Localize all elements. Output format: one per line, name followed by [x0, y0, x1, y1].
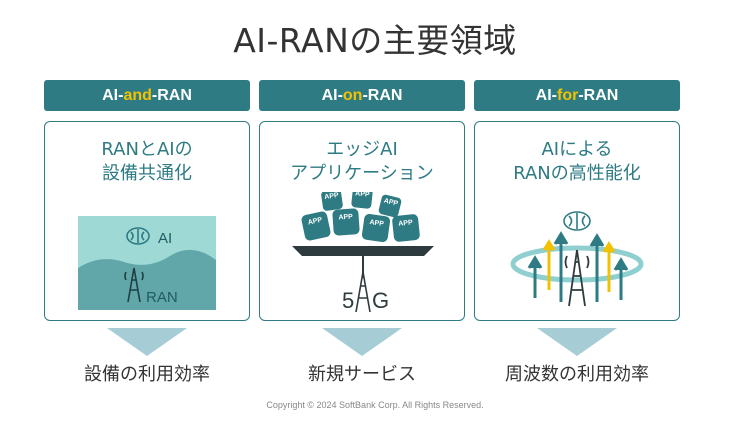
cell-tower-icon — [355, 271, 371, 313]
app-tile: APP — [321, 192, 343, 211]
signal-arrows — [527, 231, 629, 302]
app-tile: APP — [378, 194, 402, 218]
header-ai-on-ran: AI-on-RAN — [259, 80, 465, 111]
svg-text:APP: APP — [324, 192, 340, 201]
svg-text:APP: APP — [383, 197, 399, 207]
app-tile: APP — [392, 214, 420, 242]
ran-label: RAN — [146, 289, 178, 306]
fiveg-5: 5 — [342, 288, 354, 313]
cell-tower-icon — [564, 249, 590, 307]
header-keyword: on — [342, 87, 363, 104]
mountain-shape — [78, 249, 216, 310]
app-tiles: APP APP APP APP APP APP APP — [301, 192, 420, 243]
down-arrow — [537, 328, 617, 356]
result-label: 設備の利用効率 — [84, 364, 210, 385]
svg-text:APP: APP — [338, 213, 353, 221]
cell-tower-icon — [124, 267, 144, 303]
copyright-notice: Copyright © 2024 SoftBank Corp. All Righ… — [266, 400, 484, 410]
edge-apps-illustration: APP APP APP APP APP APP APP 5 G — [292, 192, 434, 313]
caption: AIによる RANの高性能化 — [475, 138, 679, 186]
coverage-ring — [510, 245, 644, 283]
app-tile: APP — [301, 211, 331, 241]
header-ai-and-ran: AI-and-RAN — [44, 80, 250, 111]
brain-icon — [126, 227, 150, 245]
header-suffix: -RAN — [578, 87, 619, 104]
brain-icon — [563, 211, 591, 231]
result-label: 新規サービス — [308, 364, 416, 385]
shared-infrastructure-illustration: AI RAN — [78, 216, 216, 310]
result-label: 周波数の利用効率 — [505, 364, 649, 385]
caption-line-2: RANの高性能化 — [513, 163, 641, 184]
app-tile: APP — [332, 208, 360, 236]
caption: RANとAIの 設備共通化 — [45, 138, 249, 186]
ai-label: AI — [158, 230, 172, 247]
tray-icon — [292, 246, 434, 256]
header-suffix: -RAN — [151, 87, 192, 104]
header-keyword: and — [123, 87, 152, 104]
page-title: AI-RANの主要領域 — [233, 21, 517, 60]
caption-line-1: AIによる — [541, 139, 613, 160]
app-tile: APP — [351, 192, 373, 209]
caption: エッジAI アプリケーション — [260, 138, 464, 186]
header-suffix: -RAN — [362, 87, 403, 104]
header-ai-for-ran: AI-for-RAN — [474, 80, 680, 111]
app-tile: APP — [361, 213, 391, 243]
svg-text:APP: APP — [369, 219, 385, 228]
down-arrow — [322, 328, 402, 356]
caption-line-2: 設備共通化 — [102, 163, 192, 184]
svg-text:APP: APP — [307, 217, 323, 227]
fiveg-g: G — [372, 288, 389, 313]
header-prefix: AI- — [535, 87, 557, 104]
svg-text:APP: APP — [355, 192, 370, 199]
header-keyword: for — [557, 87, 579, 104]
caption-line-2: アプリケーション — [290, 163, 434, 184]
header-prefix: AI- — [102, 87, 124, 104]
caption-line-1: エッジAI — [326, 139, 398, 160]
card-ai-and-ran: RANとAIの 設備共通化 AI RAN — [44, 121, 250, 321]
card-ai-for-ran: AIによる RANの高性能化 — [474, 121, 680, 321]
card-ai-on-ran: エッジAI アプリケーション APP APP APP APP APP APP A… — [259, 121, 465, 321]
caption-line-1: RANとAIの — [101, 139, 193, 160]
ai-optimized-ran-illustration — [510, 211, 644, 307]
svg-text:APP: APP — [398, 219, 413, 228]
down-arrow — [107, 328, 187, 356]
header-prefix: AI- — [321, 87, 343, 104]
